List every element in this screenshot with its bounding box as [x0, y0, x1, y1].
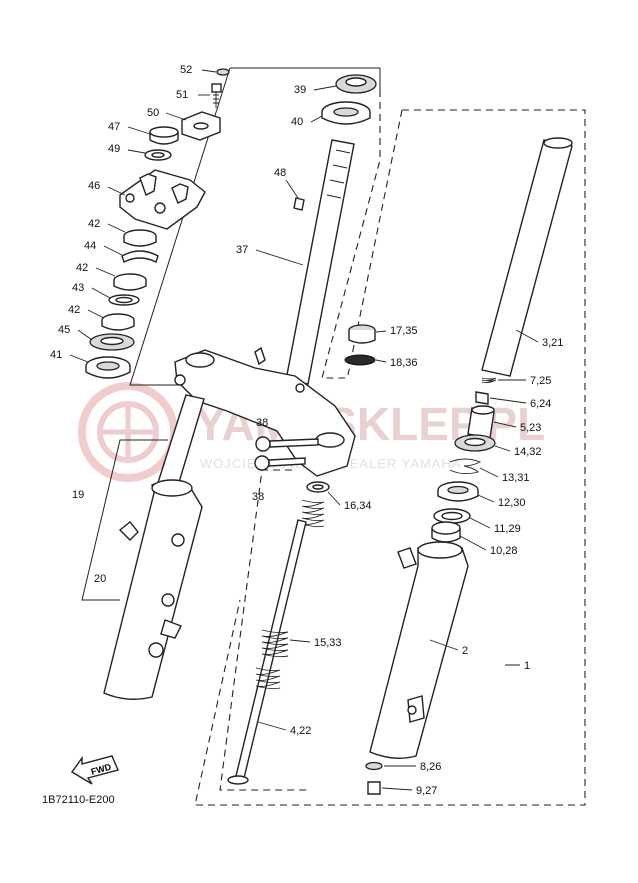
label-46: 46	[88, 180, 100, 192]
label-40: 40	[291, 116, 303, 128]
left-fork	[103, 394, 205, 700]
label-3-21: 3,21	[542, 337, 563, 349]
label-2: 2	[462, 645, 468, 657]
label-47: 47	[108, 121, 120, 133]
part-48-clip	[293, 197, 305, 211]
label-8-26: 8,26	[420, 761, 441, 773]
label-42c: 42	[68, 304, 80, 316]
label-6-24: 6,24	[530, 398, 551, 410]
part-13-31-clip	[449, 458, 482, 475]
label-44: 44	[84, 240, 96, 252]
label-43: 43	[72, 282, 84, 294]
part-8-26-washer	[365, 761, 383, 771]
label-1: 1	[524, 660, 530, 672]
label-37: 37	[236, 244, 248, 256]
label-19: 19	[72, 489, 84, 501]
steering-stem	[174, 74, 377, 477]
part-44-lockwasher	[121, 250, 159, 263]
label-52: 52	[180, 64, 192, 76]
label-12-30: 12,30	[498, 497, 526, 509]
label-18-36: 18,36	[390, 357, 418, 369]
label-48: 48	[274, 167, 286, 179]
label-42a: 42	[88, 218, 100, 230]
right-fork	[344, 137, 573, 795]
label-5-23: 5,23	[520, 422, 541, 434]
part-spring-upper	[301, 499, 325, 528]
label-15-33: 15,33	[314, 637, 342, 649]
part-38-bolt-b	[254, 455, 306, 471]
label-42b: 42	[76, 262, 88, 274]
label-10-28: 10,28	[490, 545, 518, 557]
label-39: 39	[294, 84, 306, 96]
part-18-36-oring	[344, 354, 376, 366]
label-11-29: 11,29	[494, 523, 521, 535]
label-9-27: 9,27	[416, 785, 437, 797]
label-38b: 38	[252, 491, 264, 503]
part-9-27-bolt	[367, 781, 381, 795]
part-6-24-piece	[475, 391, 489, 405]
part-38-bolt-a	[255, 436, 319, 452]
part-labels: 52 51 50 47 49 46 42 44 42 43 42 45 41 3…	[42, 64, 563, 806]
part-52-cap	[216, 68, 230, 76]
label-7-25: 7,25	[530, 375, 551, 387]
label-38a: 38	[256, 417, 268, 429]
fwd-arrow-icon: FWD	[70, 755, 119, 785]
part-7-25-spring	[481, 377, 497, 384]
label-4-22: 4,22	[290, 725, 311, 737]
part-51-bolt	[211, 83, 222, 93]
part-2-outer-tube	[369, 542, 469, 759]
part-4-22-damper-rod	[235, 519, 307, 779]
part-20-outer-tube	[103, 480, 203, 700]
label-45: 45	[58, 324, 70, 336]
leader-lines	[69, 69, 539, 791]
label-49: 49	[108, 143, 120, 155]
label-17-35: 17,35	[390, 325, 418, 337]
label-50: 50	[147, 107, 159, 119]
label-16-34: 16,34	[344, 500, 372, 512]
top-bracket-stack	[85, 68, 230, 379]
label-13-31: 13,31	[502, 472, 530, 484]
label-51: 51	[176, 89, 188, 101]
label-20: 20	[94, 573, 106, 585]
label-41: 41	[50, 349, 62, 361]
diagram-code: 1B72110-E200	[42, 794, 115, 806]
part-15-33-spring	[261, 629, 289, 658]
part-37-stem	[285, 139, 355, 385]
label-14-32: 14,32	[514, 446, 542, 458]
damper-assembly	[227, 481, 330, 785]
